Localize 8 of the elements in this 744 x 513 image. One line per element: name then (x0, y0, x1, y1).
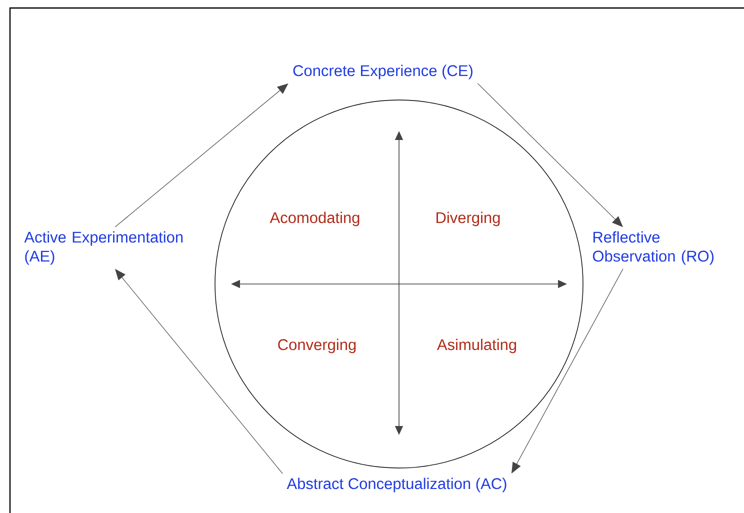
stage-label: Active Experimentation (AE) (24, 231, 183, 265)
quadrant-label: Asimulating (436, 338, 516, 354)
quadrant-label: Acomodating (270, 212, 360, 226)
stage-label: Abstract Conceptualization (AC) (286, 478, 506, 492)
quadrant-label: Converging (278, 338, 356, 354)
stage-label: Concrete Experience (CE) (293, 64, 472, 80)
quadrant-label: Diverging (436, 212, 500, 226)
stage-label: Reflective Observation (RO) (592, 231, 714, 265)
